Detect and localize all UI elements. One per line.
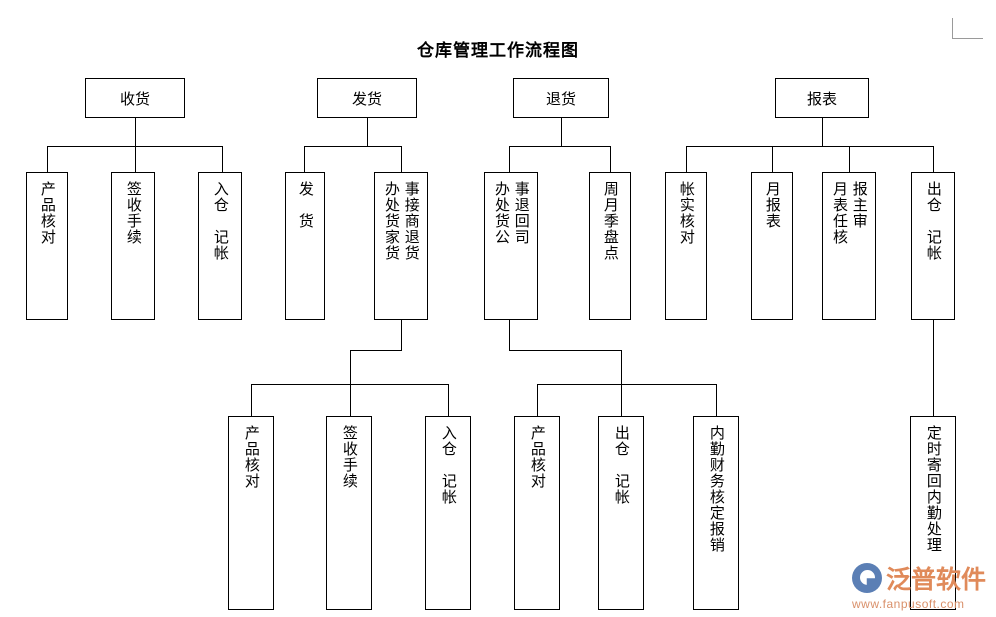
node-label-group: 事退回司 办处货公 xyxy=(491,181,531,245)
node-label: 定时寄回内勤处理 xyxy=(924,425,943,553)
connector-receiving-stem xyxy=(135,118,136,146)
connector-drop-b1-1 xyxy=(251,384,252,416)
connector-drop-t1-1 xyxy=(509,146,510,172)
connector-reports-bus xyxy=(686,146,934,147)
connector-returns-stem xyxy=(561,118,562,146)
node-product-check-receiving[interactable]: 产品核对 xyxy=(26,172,68,320)
node-product-check-return-in[interactable]: 产品核对 xyxy=(228,416,274,610)
node-periodic-stocktake[interactable]: 周月季盘点 xyxy=(589,172,631,320)
node-label: 发 货 xyxy=(296,181,315,229)
connector-subC-stem xyxy=(933,320,934,416)
connector-reports-stem xyxy=(822,118,823,146)
connector-subB-bus xyxy=(537,384,717,385)
node-label-col-right: 事退回司 xyxy=(512,181,531,245)
node-label: 出仓 记帐 xyxy=(924,181,943,261)
node-product-check-returns[interactable]: 产品核对 xyxy=(514,416,560,610)
node-label-col-right: 报主审 xyxy=(850,181,869,229)
brand-logo-icon xyxy=(852,563,882,593)
node-label: 出仓 记帐 xyxy=(612,425,631,505)
connector-drop-r1-1 xyxy=(47,146,48,172)
node-root-reports[interactable]: 报表 xyxy=(775,78,869,118)
node-instock-entry-receiving[interactable]: 入仓 记帐 xyxy=(198,172,242,320)
node-root-returns[interactable]: 退货 xyxy=(513,78,609,118)
node-label: 月报表 xyxy=(763,181,782,229)
node-label-col-left: 月表任核 xyxy=(831,181,849,245)
node-label-group: 事接商退货 办处货家货 xyxy=(381,181,421,261)
node-label: 退货 xyxy=(545,89,576,108)
connector-drop-p1-4 xyxy=(933,146,934,172)
node-report-approval[interactable]: 报主审 月表任核 xyxy=(822,172,876,320)
node-outstock-entry-returns[interactable]: 出仓 记帐 xyxy=(598,416,644,610)
node-signoff-return-in[interactable]: 签收手续 xyxy=(326,416,372,610)
corner-mark xyxy=(952,18,983,39)
connector-drop-t1-2 xyxy=(610,146,611,172)
node-label: 产品核对 xyxy=(242,425,261,489)
page-title: 仓库管理工作流程图 xyxy=(417,41,579,61)
connector-subB-drop xyxy=(621,350,622,384)
node-merchant-return-handling[interactable]: 事接商退货 办处货家货 xyxy=(374,172,428,320)
connector-drop-b2-3 xyxy=(716,384,717,416)
node-label: 签收手续 xyxy=(124,181,143,245)
node-label: 帐实核对 xyxy=(677,181,696,245)
connector-drop-p1-2 xyxy=(772,146,773,172)
node-label-col-right: 事接商退货 xyxy=(402,181,421,261)
node-label: 周月季盘点 xyxy=(601,181,620,261)
node-finance-claim[interactable]: 内勤财务核定报销 xyxy=(693,416,739,610)
connector-drop-r1-3 xyxy=(222,146,223,172)
node-label: 报表 xyxy=(806,89,837,108)
node-label-col-left: 办处货家货 xyxy=(383,181,401,261)
node-signoff-receiving[interactable]: 签收手续 xyxy=(111,172,155,320)
connector-drop-p1-3 xyxy=(849,146,850,172)
node-label: 产品核对 xyxy=(38,181,57,245)
node-label: 内勤财务核定报销 xyxy=(707,425,726,553)
node-label: 产品核对 xyxy=(528,425,547,489)
node-label: 收货 xyxy=(119,89,150,108)
node-root-receiving[interactable]: 收货 xyxy=(85,78,185,118)
node-outstock-entry-reports[interactable]: 出仓 记帐 xyxy=(911,172,955,320)
connector-drop-r1-2 xyxy=(135,146,136,172)
connector-shipping-stem xyxy=(367,118,368,146)
node-label: 入仓 记帐 xyxy=(439,425,458,505)
connector-drop-b2-2 xyxy=(621,384,622,416)
connector-drop-b1-3 xyxy=(448,384,449,416)
node-label: 签收手续 xyxy=(340,425,359,489)
node-label: 入仓 记帐 xyxy=(211,181,230,261)
node-label-group: 报主审 月表任核 xyxy=(829,181,869,245)
connector-drop-s1-1 xyxy=(304,146,305,172)
connector-shipping-bus xyxy=(304,146,402,147)
node-label: 发货 xyxy=(351,89,382,108)
connector-drop-b1-2 xyxy=(350,384,351,416)
connector-subB-stem xyxy=(509,320,510,350)
node-return-to-company[interactable]: 事退回司 办处货公 xyxy=(484,172,538,320)
node-ship-goods[interactable]: 发 货 xyxy=(285,172,325,320)
node-monthly-report[interactable]: 月报表 xyxy=(751,172,793,320)
connector-subB-elbow xyxy=(509,350,622,351)
connector-drop-b2-1 xyxy=(537,384,538,416)
node-root-shipping[interactable]: 发货 xyxy=(317,78,417,118)
connector-subA-elbow xyxy=(350,350,402,351)
connector-drop-s1-2 xyxy=(401,146,402,172)
node-instock-entry-return-in[interactable]: 入仓 记帐 xyxy=(425,416,471,610)
connector-subA-stem xyxy=(401,320,402,350)
node-account-reconciliation[interactable]: 帐实核对 xyxy=(665,172,707,320)
connector-drop-p1-1 xyxy=(686,146,687,172)
connector-returns-bus xyxy=(509,146,611,147)
node-label-col-left: 办处货公 xyxy=(493,181,511,245)
node-mail-back-internal[interactable]: 定时寄回内勤处理 xyxy=(910,416,956,610)
connector-subA-drop xyxy=(350,350,351,384)
